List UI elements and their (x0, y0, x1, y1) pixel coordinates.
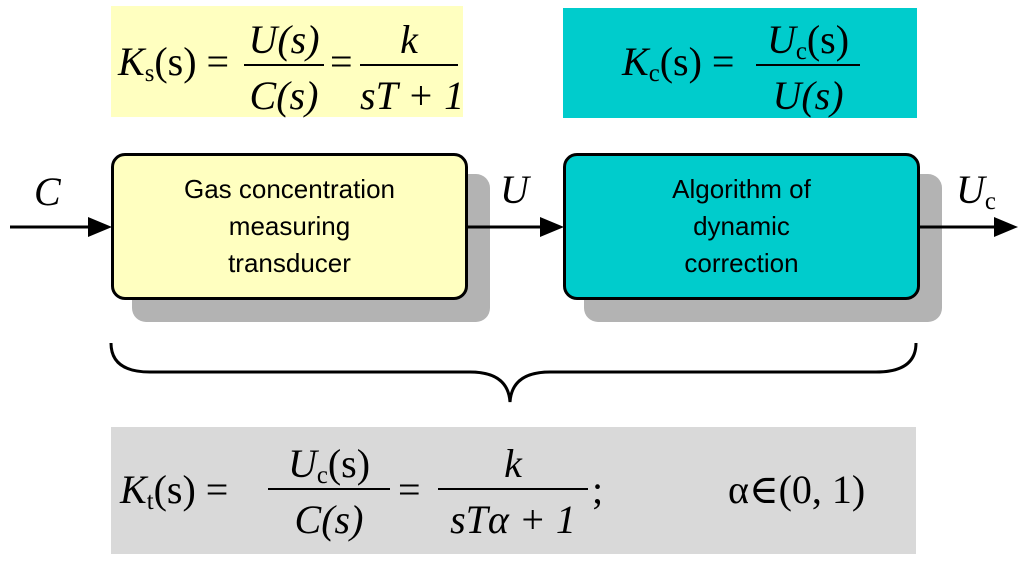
total-formula-fraction-2: k sTα + 1 (438, 434, 588, 544)
output-signal-label: Uc (956, 167, 996, 216)
grouping-brace (109, 342, 918, 403)
total-formula-equals: = (398, 467, 421, 512)
total-formula-lhs: Kt(s) = (120, 467, 229, 516)
total-formula-panel (111, 427, 916, 554)
correction-block: Algorithm of dynamic correction (563, 153, 920, 300)
transducer-formula-lhs: Ks(s) = (118, 39, 230, 88)
middle-arrowhead (540, 217, 564, 237)
transducer-block: Gas concentration measuring transducer (111, 153, 468, 300)
transducer-block-label: Gas concentration measuring transducer (183, 174, 395, 278)
transducer-formula-panel (111, 6, 463, 117)
total-formula-semicolon: ; (592, 467, 604, 512)
transducer-formula-fraction-2: k sT + 1 (360, 17, 465, 118)
input-signal-label: C (34, 169, 61, 214)
correction-formula-lhs: Kc(s) = (622, 39, 735, 88)
input-arrowhead (88, 217, 112, 237)
correction-formula-fraction: Uc(s) U(s) (756, 12, 860, 118)
transducer-formula-equals: = (330, 39, 353, 84)
correction-formula-panel (563, 8, 917, 118)
correction-block-label: Algorithm of dynamic correction (672, 174, 811, 278)
transducer-formula-fraction-1: U(s) C(s) (244, 12, 324, 118)
alpha-condition: α∈(0, 1) (728, 467, 866, 512)
total-formula-fraction-1: Uc(s) C(s) (268, 434, 390, 544)
output-arrowhead (994, 217, 1018, 237)
middle-signal-label: U (500, 167, 529, 212)
